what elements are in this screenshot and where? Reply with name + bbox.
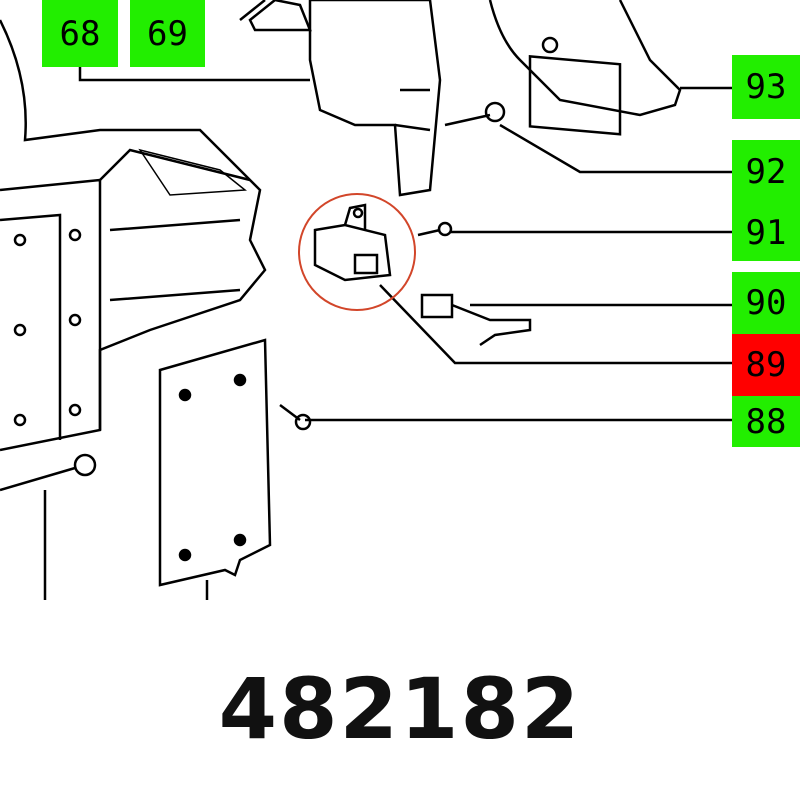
screw-88 [279, 404, 312, 431]
callout-89-highlighted[interactable]: 89 [732, 334, 800, 396]
callout-92[interactable]: 92 [732, 140, 800, 204]
screw-91 [417, 221, 453, 237]
callout-90[interactable]: 90 [732, 272, 800, 334]
cover-plate [158, 338, 272, 587]
callout-91[interactable]: 91 [732, 204, 800, 261]
highlight-circle [298, 193, 416, 311]
callout-68[interactable]: 68 [42, 0, 118, 67]
cover-part [239, 0, 442, 197]
carbon-brush-90 [420, 293, 532, 347]
housing-part-93 [488, 0, 682, 136]
motor-housing [0, 19, 267, 492]
callout-88[interactable]: 88 [732, 396, 800, 447]
callout-69[interactable]: 69 [130, 0, 205, 67]
brush-holder-89 [313, 203, 392, 282]
part-number: 482182 [218, 660, 582, 758]
screw-92 [444, 101, 506, 127]
callout-93[interactable]: 93 [732, 55, 800, 119]
leader-lines [43, 0, 732, 600]
